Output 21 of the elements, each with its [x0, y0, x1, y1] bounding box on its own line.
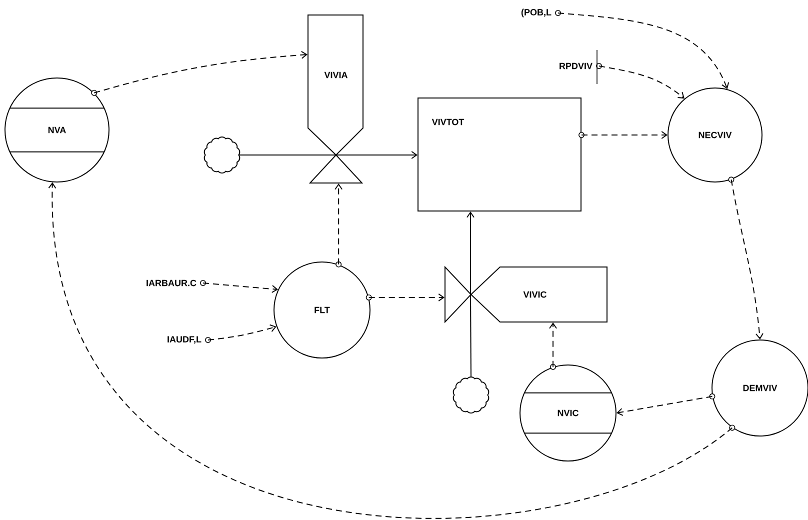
- information-link: [208, 324, 276, 340]
- variable-label: (POB,L: [521, 8, 561, 18]
- flow-arrow: [335, 151, 418, 159]
- information-link: [581, 131, 668, 139]
- information-link: [598, 66, 684, 99]
- stock-box: VIVTOT: [418, 98, 584, 212]
- cloud-symbol: [204, 136, 240, 174]
- variable-label: RPDVIV: [560, 62, 602, 70]
- information-link: [549, 322, 558, 368]
- flow-arrow: [466, 212, 474, 295]
- information-link: [334, 184, 343, 265]
- variable-label: IAUDF,L: [168, 336, 211, 344]
- information-link: [558, 12, 730, 90]
- variable-label: IARBAUR.C: [146, 280, 206, 286]
- information-link: [202, 282, 278, 293]
- information-link: [368, 293, 444, 302]
- information-link: [48, 182, 733, 518]
- cloud-symbol: [452, 376, 490, 414]
- information-link: [730, 179, 764, 340]
- information-link: [94, 50, 308, 94]
- information-link: [616, 396, 713, 416]
